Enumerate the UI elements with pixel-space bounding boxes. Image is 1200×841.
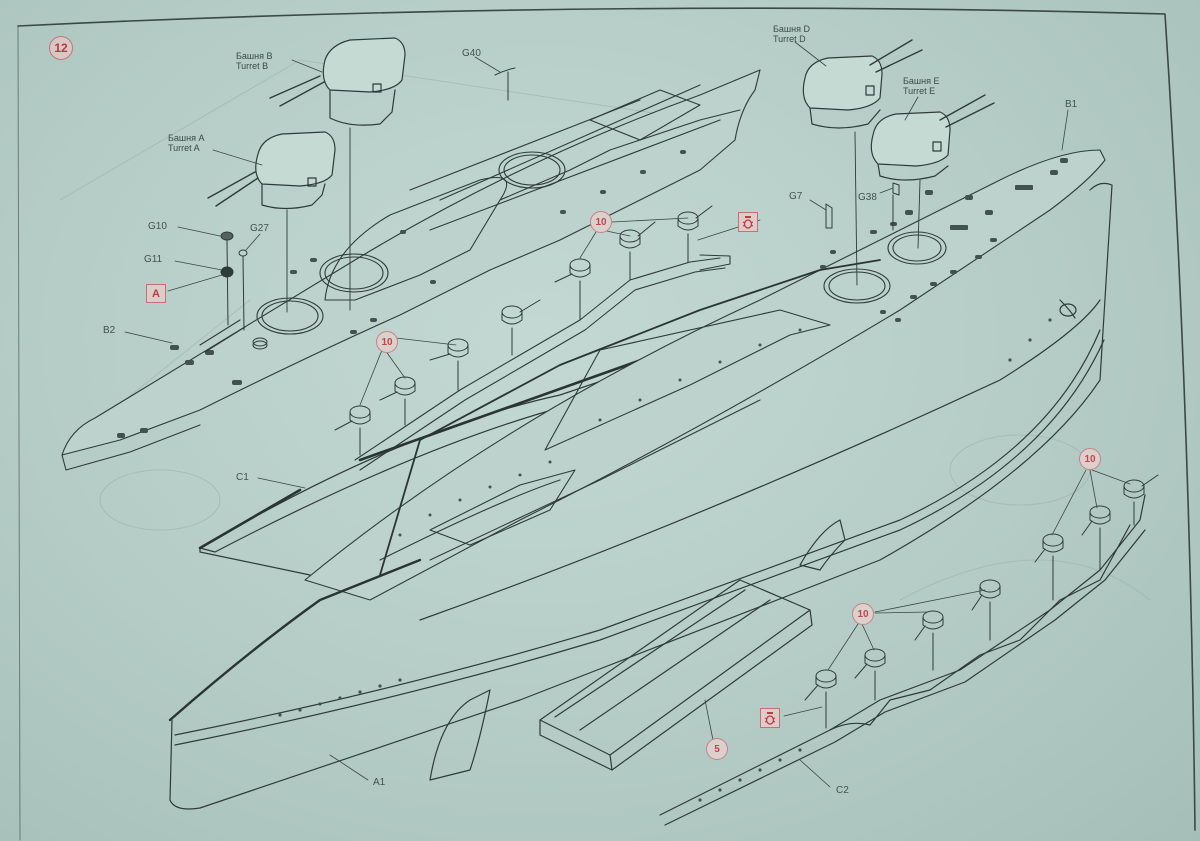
step-10-callout-upper: 10 (590, 211, 612, 233)
turret-d-label: Башня D Turret D (773, 24, 810, 44)
turret-a-label: Башня A Turret A (168, 133, 205, 153)
part-5-base (539, 579, 813, 771)
step-number-badge: 12 (49, 36, 73, 60)
part-label-b1: B1 (1065, 99, 1078, 110)
deck-b2 (61, 69, 761, 471)
part-label-a1: A1 (373, 777, 386, 788)
turret-a-drawing (207, 131, 336, 313)
part-label-g7: G7 (789, 191, 803, 202)
hull-a1 (168, 182, 1113, 810)
secondary-guns (334, 205, 1159, 729)
turret-e-label: Башня E Turret E (903, 76, 940, 96)
turret-e-drawing (870, 94, 995, 249)
part-label-g38: G38 (858, 192, 877, 203)
bug-glue-icon (764, 711, 776, 725)
turret-d-drawing (802, 39, 923, 286)
step-10-callout-lower: 10 (852, 603, 874, 625)
turret-b-label: Башня B Turret B (236, 51, 273, 71)
paint-glue-icon-lower (760, 708, 780, 728)
part-label-g27: G27 (250, 223, 269, 234)
casemate-strip-upper (354, 254, 731, 471)
step-5-callout: 5 (706, 738, 728, 760)
subassembly-a-ref: A (146, 284, 166, 303)
turret-b-drawing (269, 37, 406, 311)
step-10-callout-middle: 10 (376, 331, 398, 353)
deck-b1 (304, 149, 1106, 601)
main-turrets (207, 37, 995, 313)
bug-glue-icon (742, 215, 754, 229)
part-label-b2: B2 (103, 325, 116, 336)
part-label-g40: G40 (462, 48, 481, 59)
hull-c2 (659, 494, 1146, 826)
small-parts (220, 67, 900, 350)
part-label-c1: C1 (236, 472, 249, 483)
part-label-g11: G11 (144, 254, 163, 265)
part-label-c2: C2 (836, 785, 849, 796)
paint-glue-icon (738, 212, 758, 232)
step-10-callout-right: 10 (1079, 448, 1101, 470)
part-label-g10: G10 (148, 221, 167, 232)
